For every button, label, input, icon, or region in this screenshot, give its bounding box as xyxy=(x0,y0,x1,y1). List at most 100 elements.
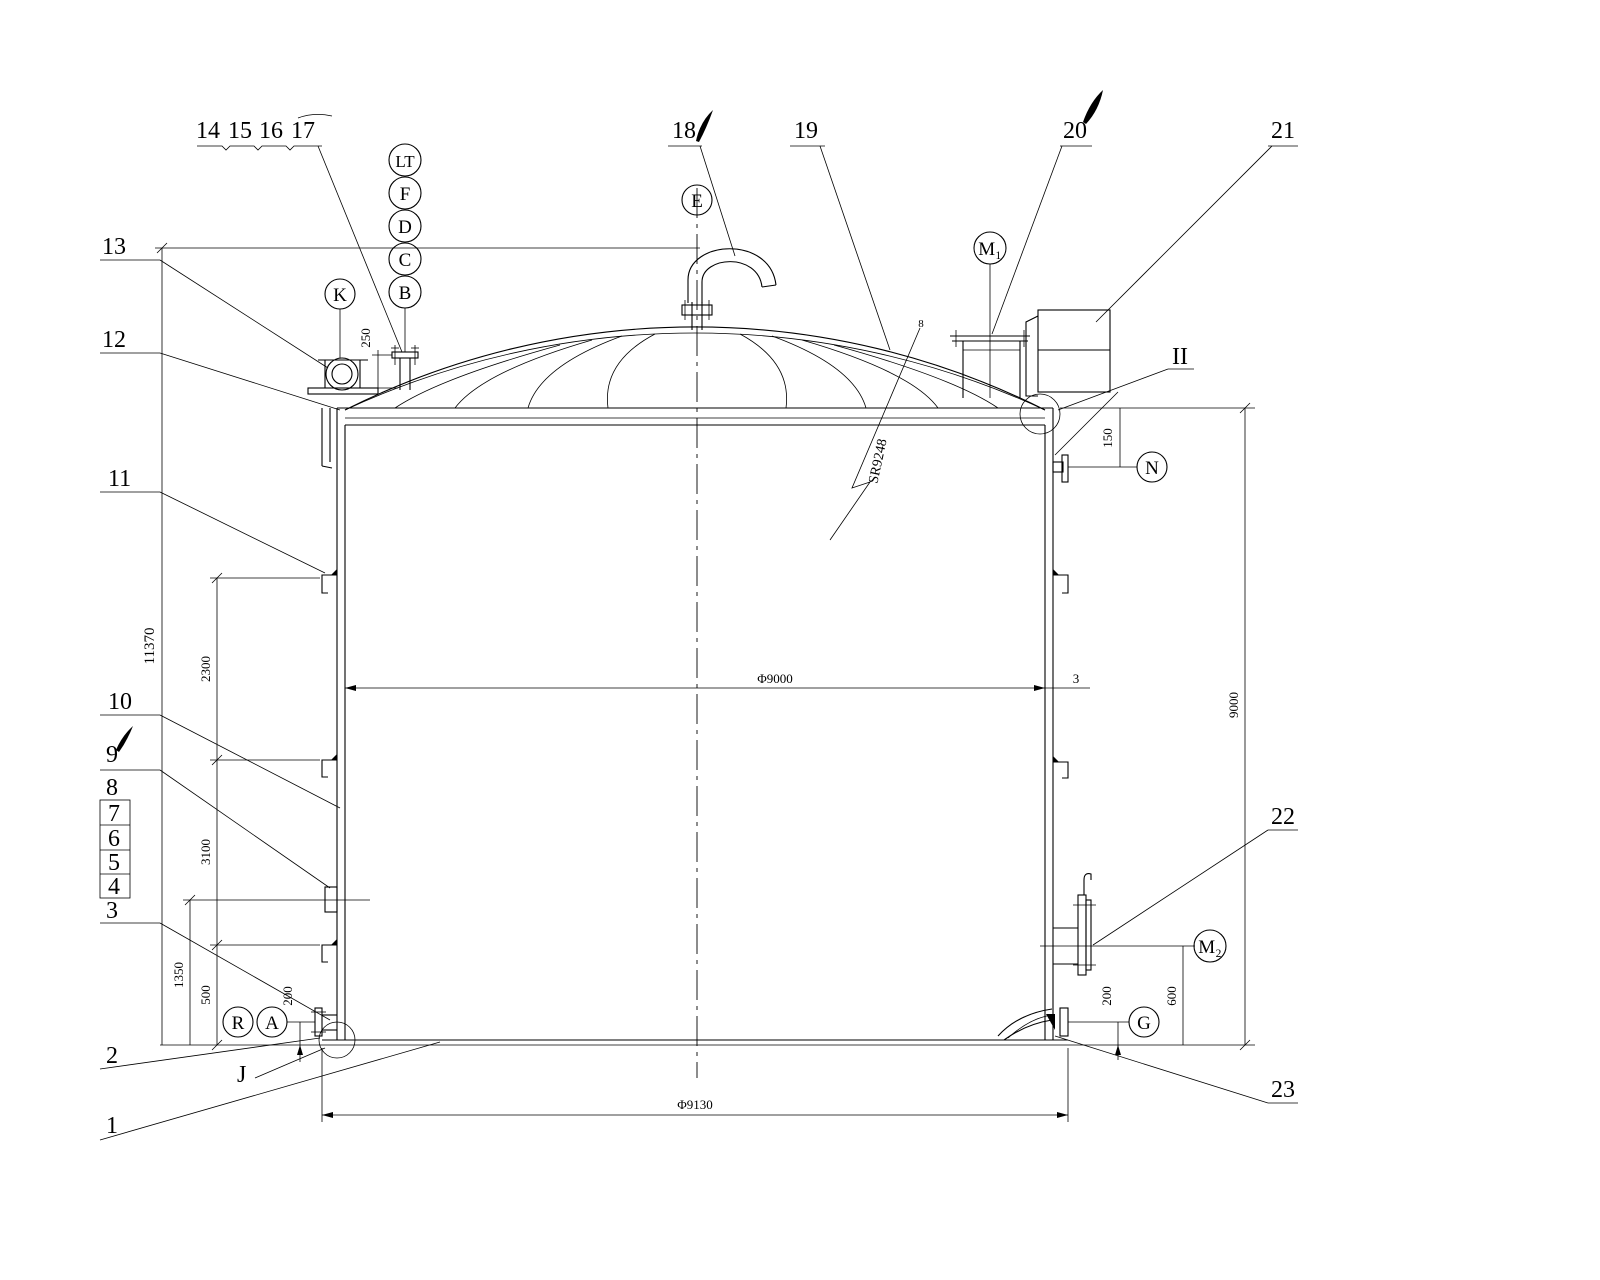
nozzle-tag-f: F xyxy=(400,184,411,205)
nozzle-tag-m1: M₁ xyxy=(978,239,1002,260)
roof-equipment-box xyxy=(1025,309,1111,397)
roof-rib xyxy=(454,339,593,409)
dome-roof xyxy=(344,326,1046,411)
nozzle-tag-m2: M₂ xyxy=(1198,937,1222,958)
callout-leader xyxy=(699,145,736,257)
dim-ring-gap-upper: 2300 xyxy=(198,656,213,682)
dimension-arrow xyxy=(345,685,356,691)
dim-manhole-m2: 600 xyxy=(1164,986,1179,1006)
dimension-tick xyxy=(211,1039,223,1051)
shell-manhole-m2 xyxy=(1040,873,1195,1045)
shell-bracket xyxy=(1053,574,1069,594)
callout-leader xyxy=(99,1041,441,1141)
callout-16: 16 xyxy=(259,118,283,144)
nozzle-tag-m1-circle xyxy=(973,231,1007,265)
callout-leader xyxy=(1092,829,1269,946)
callout-6: 6 xyxy=(108,826,120,852)
pen-mark xyxy=(297,114,333,119)
callout-23: 23 xyxy=(1271,1077,1295,1103)
callout-leader xyxy=(159,259,329,369)
callout-leader xyxy=(159,714,341,809)
dim-total-height: 11370 xyxy=(142,628,158,665)
nozzle-tag-m2-circle xyxy=(1193,929,1227,963)
dimension-arrow xyxy=(1115,1045,1121,1055)
bottom-nozzle-a xyxy=(287,1007,356,1062)
nozzle-tag-circle xyxy=(388,209,422,243)
shell-bracket xyxy=(321,759,337,778)
callout-ii: II xyxy=(1172,344,1188,370)
callout-leader xyxy=(317,145,403,353)
callout-leader xyxy=(991,145,1063,335)
roof-rib xyxy=(606,333,656,409)
manhole-cover xyxy=(1085,899,1092,971)
nozzle-tag-d: D xyxy=(398,217,412,238)
callout-leader xyxy=(1057,368,1169,411)
dim-roof-thickness: 8 xyxy=(918,318,924,330)
callout-leader xyxy=(159,491,326,574)
nozzle-flange xyxy=(1061,454,1069,483)
roof-rib xyxy=(394,344,561,409)
callout-leader xyxy=(254,1047,326,1079)
callout-2: 2 xyxy=(106,1043,118,1069)
tank-shell xyxy=(160,407,1255,1046)
callout-11: 11 xyxy=(108,466,131,492)
dim-shell-thickness: 3 xyxy=(1073,671,1080,686)
dim-first-ring: 500 xyxy=(198,985,213,1005)
callout-7: 7 xyxy=(108,801,120,827)
gooseneck-outer xyxy=(687,248,777,303)
roof-inner-arc xyxy=(344,332,1046,411)
callout-21: 21 xyxy=(1271,118,1295,144)
callout-5: 5 xyxy=(108,850,120,876)
nozzle-tag-circle xyxy=(388,143,422,177)
roof-radius-leader xyxy=(829,327,921,541)
nozzle-neck xyxy=(1052,461,1064,473)
dimension-tick xyxy=(211,572,223,584)
nozzle-tag-circle xyxy=(388,176,422,210)
dimension-tick xyxy=(211,939,223,951)
dimension-tick xyxy=(156,242,168,254)
nozzle-tag-a: A xyxy=(265,1013,279,1034)
detail-circle-j xyxy=(318,1021,356,1059)
left-callouts: 13 12 11 10 9 8 7 6 5 4 3 2 J 1 xyxy=(99,234,441,1141)
callout-table xyxy=(99,799,131,899)
callout-leader xyxy=(819,145,891,351)
weld-mark xyxy=(331,569,337,575)
nozzle-tag-r: R xyxy=(232,1013,245,1034)
callout-leader xyxy=(159,769,331,889)
pen-mark xyxy=(1083,90,1103,124)
vent-nozzle-e xyxy=(681,248,777,330)
callout-j: J xyxy=(237,1062,246,1088)
dim-nozzle-g: 200 xyxy=(1099,986,1114,1006)
callout-leader xyxy=(1095,145,1273,323)
dimension-tick xyxy=(184,894,196,906)
weld-mark xyxy=(1053,569,1059,575)
nozzle-tag-c: C xyxy=(399,250,412,271)
callout-8: 8 xyxy=(106,775,118,801)
weld-mark xyxy=(1046,1014,1055,1030)
left-dimensions xyxy=(155,242,700,1051)
dimension-tick xyxy=(211,754,223,766)
pen-mark xyxy=(696,110,713,142)
outlet-nozzle-g xyxy=(997,1007,1129,1060)
roof-rib xyxy=(739,333,788,409)
sump-pipe xyxy=(997,1008,1053,1037)
nozzle-k-base xyxy=(307,387,379,395)
nozzle-k-pipe-outer xyxy=(325,357,359,391)
nozzle-tag-k-circle xyxy=(324,278,356,310)
nozzle-tag-g: G xyxy=(1137,1013,1151,1034)
callout-leader xyxy=(1054,391,1119,456)
dim-nozzle-b: 250 xyxy=(358,328,373,348)
dim-nozzle-n: 150 xyxy=(1100,428,1115,448)
nozzle-tag-e-circle xyxy=(681,184,713,216)
callout-15: 15 xyxy=(228,118,252,144)
shell-nozzle-item9 xyxy=(324,886,338,913)
dimension-arrow xyxy=(1057,1112,1068,1118)
equipment-box xyxy=(1037,309,1111,393)
roof-manhole-m1 xyxy=(950,264,1030,398)
nozzle-tag-g-circle xyxy=(1128,1006,1160,1038)
callout-1: 1 xyxy=(106,1113,118,1139)
shell-bracket xyxy=(321,944,337,963)
nozzle-tag-b: B xyxy=(399,283,412,304)
callout-leader xyxy=(159,352,341,411)
nozzle-tag-e: E xyxy=(691,191,703,212)
